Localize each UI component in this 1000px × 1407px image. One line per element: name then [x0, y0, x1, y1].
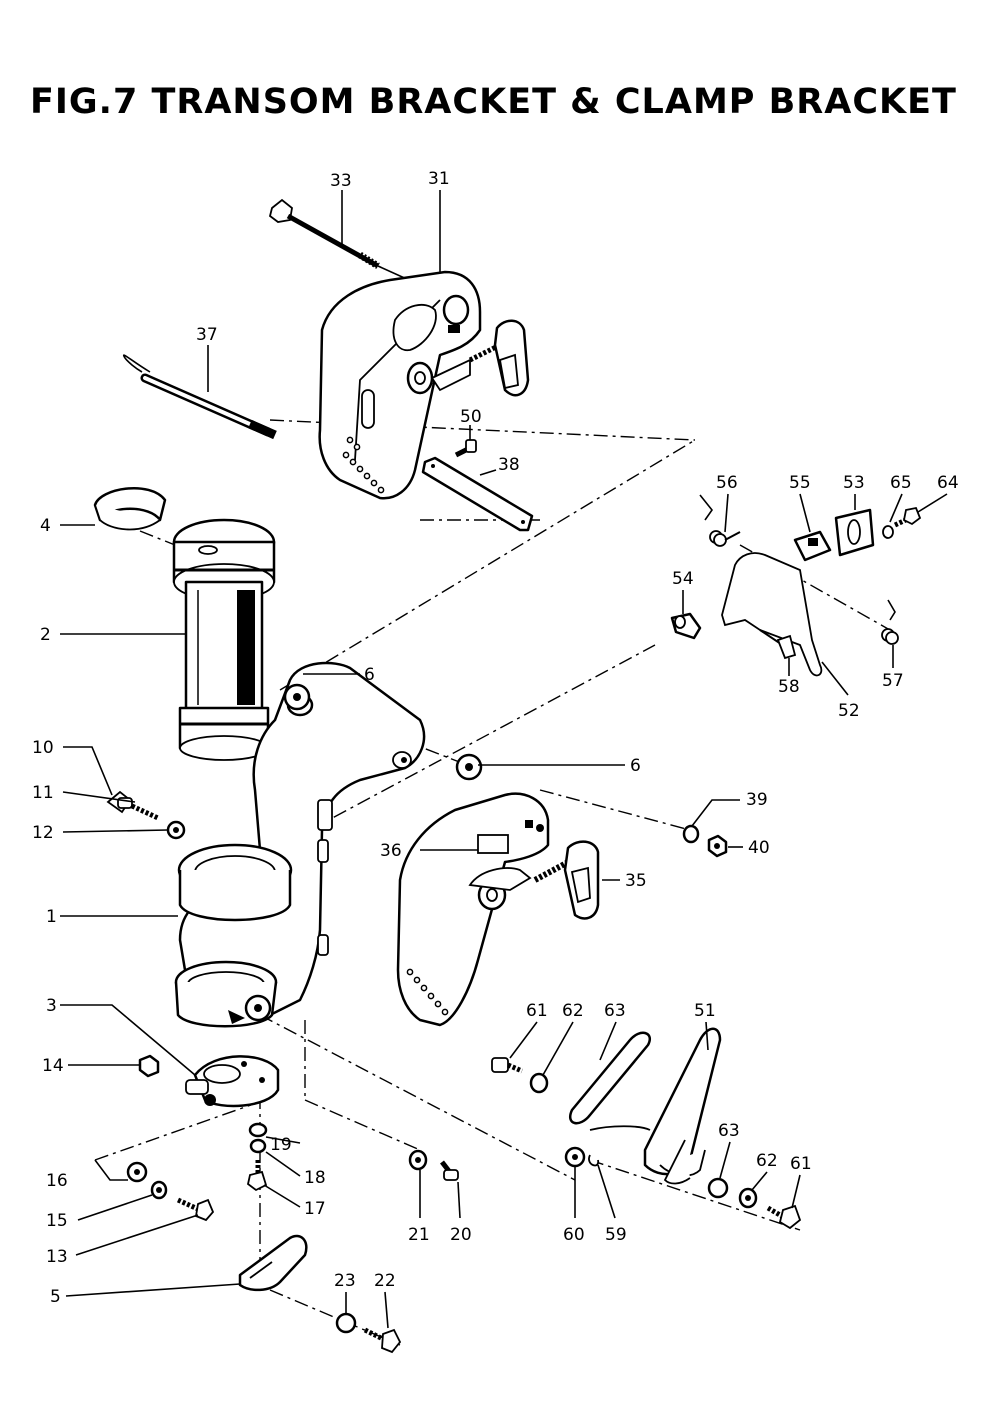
part-63-arm-link-left — [569, 1031, 651, 1131]
callout-36: 36 — [380, 841, 402, 861]
part-23-washer — [335, 1312, 357, 1334]
callout-10: 10 — [32, 738, 54, 758]
callout-51: 51 — [694, 1001, 716, 1021]
part-36-clamp-bracket — [396, 792, 550, 1027]
callout-16: 16 — [46, 1171, 68, 1191]
callout-50: 50 — [460, 407, 482, 427]
part-22-bolt — [363, 1327, 402, 1354]
callout-31: 31 — [428, 169, 450, 189]
part-56-spring — [699, 494, 741, 547]
part-17-bolt — [246, 1160, 268, 1192]
callout-63-right: 63 — [718, 1121, 740, 1141]
part-14-nut — [138, 1054, 160, 1078]
callout-17: 17 — [304, 1199, 326, 1219]
part-53-cover-plate — [834, 508, 875, 557]
part-57-spring — [881, 599, 899, 645]
part-37-tilt-rod — [123, 354, 277, 440]
callout-21: 21 — [408, 1225, 430, 1245]
callout-22: 22 — [374, 1271, 396, 1291]
callout-64: 64 — [937, 473, 959, 493]
part-64-bolt — [893, 506, 922, 528]
callout-56: 56 — [716, 473, 738, 493]
part-54-bushing — [670, 612, 702, 640]
callout-62-left: 62 — [562, 1001, 584, 1021]
part-21-washer — [408, 1149, 428, 1171]
part-60-collar — [564, 1146, 586, 1168]
callout-52: 52 — [838, 701, 860, 721]
callout-55: 55 — [789, 473, 811, 493]
callout-59: 59 — [605, 1225, 627, 1245]
part-13-bolt — [176, 1197, 215, 1222]
part-19-washer — [248, 1122, 268, 1138]
callout-6-upper: 6 — [364, 665, 375, 685]
callout-18: 18 — [304, 1168, 326, 1188]
part-58-pin — [776, 634, 797, 660]
part-51-tilt-stopper — [643, 1027, 722, 1185]
callout-60: 60 — [563, 1225, 585, 1245]
part-15-washer — [150, 1180, 168, 1200]
callout-53: 53 — [843, 473, 865, 493]
part-40-nut — [707, 834, 728, 858]
part-18-spring-washer — [249, 1138, 267, 1154]
callout-39: 39 — [746, 790, 768, 810]
callout-5: 5 — [50, 1287, 61, 1307]
part-50-screw — [454, 439, 477, 458]
part-52-tilt-lever — [721, 552, 823, 677]
callout-20: 20 — [450, 1225, 472, 1245]
part-55-block — [793, 530, 832, 562]
part-38-flat-plate — [421, 456, 534, 532]
part-11-threaded-screw — [130, 803, 160, 821]
callout-63-left: 63 — [604, 1001, 626, 1021]
part-65-washer — [882, 525, 894, 539]
part-39-washer — [682, 824, 700, 844]
part-62-washer-left — [529, 1072, 549, 1094]
part-61-bolt-right — [766, 1204, 802, 1230]
callout-58: 58 — [778, 677, 800, 697]
callout-57: 57 — [882, 671, 904, 691]
part-3-lower-mount — [185, 1055, 280, 1108]
callout-54: 54 — [672, 569, 694, 589]
callout-1: 1 — [46, 907, 57, 927]
part-4-retaining-ring — [93, 486, 167, 531]
callout-12: 12 — [32, 823, 54, 843]
callout-62-right: 62 — [756, 1151, 778, 1171]
part-35-clamp-screw — [533, 840, 600, 920]
part-63-collar-right — [707, 1177, 729, 1199]
callout-38: 38 — [498, 455, 520, 475]
figure-title: FIG.7 TRANSOM BRACKET & CLAMP BRACKET — [30, 82, 957, 122]
callout-65: 65 — [890, 473, 912, 493]
callout-6-lower: 6 — [630, 756, 641, 776]
callout-4: 4 — [40, 516, 51, 536]
part-33-long-bolt — [268, 198, 421, 286]
callout-33: 33 — [330, 171, 352, 191]
callout-61-left: 61 — [526, 1001, 548, 1021]
callout-35: 35 — [625, 871, 647, 891]
callout-19: 19 — [270, 1135, 292, 1155]
part-20-screw — [440, 1160, 459, 1181]
callout-61-right: 61 — [790, 1154, 812, 1174]
callout-labels: 33 31 37 50 38 56 55 53 65 64 4 54 2 6 5… — [32, 169, 959, 1307]
callout-11: 11 — [32, 783, 54, 803]
callout-15: 15 — [46, 1211, 68, 1231]
callout-13: 13 — [46, 1247, 68, 1267]
part-6-bushing-upper — [283, 683, 311, 711]
callout-leader-lines — [60, 190, 948, 1329]
part-61-bolt-left — [491, 1057, 523, 1074]
part-62-washer-right — [738, 1187, 758, 1209]
callout-3: 3 — [46, 996, 57, 1016]
part-12-washer — [166, 820, 186, 840]
part-6-bushing-lower — [455, 753, 483, 781]
callout-2: 2 — [40, 625, 51, 645]
part-31-upper-clamp-bracket — [318, 270, 530, 500]
callout-14: 14 — [42, 1056, 64, 1076]
callout-23: 23 — [334, 1271, 356, 1291]
part-5-stopper — [238, 1234, 308, 1292]
part-2-swivel-tube — [172, 518, 276, 761]
callout-40: 40 — [748, 838, 770, 858]
part-16-washer — [126, 1161, 148, 1183]
part-59-spring — [588, 1154, 599, 1167]
callout-37: 37 — [196, 325, 218, 345]
